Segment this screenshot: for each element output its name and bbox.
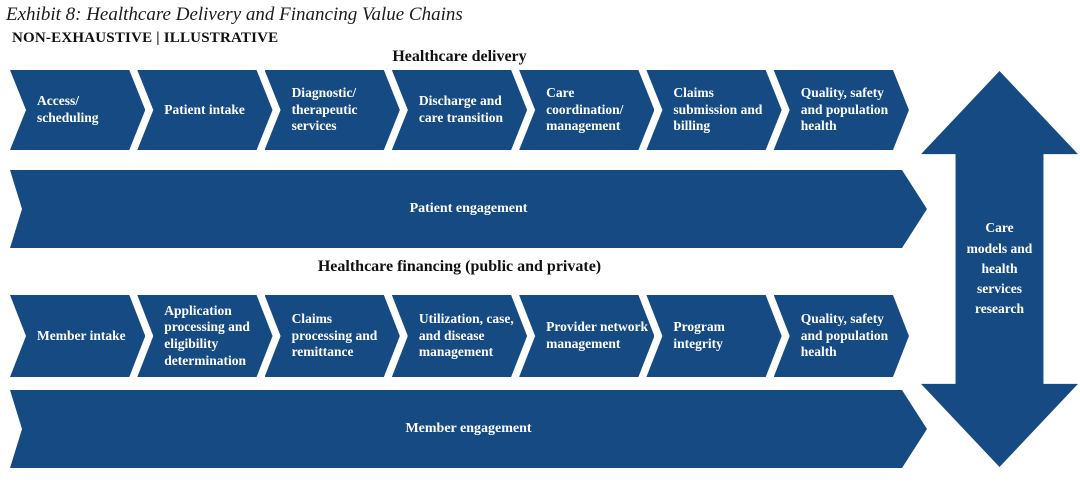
- financing-value-chain: Member intake Application processing and…: [10, 295, 909, 377]
- delivery-section-header: Healthcare delivery: [392, 48, 527, 65]
- step-label: Patient intake: [164, 101, 245, 117]
- financing-step-application-eligibility: Application processing and eligibility d…: [137, 295, 272, 377]
- banner-label: Patient engagement: [409, 201, 528, 216]
- care-models-research-label: Care models and health services research: [966, 220, 1033, 317]
- financing-step-member-intake: Member intake: [10, 295, 145, 377]
- patient-engagement-banner: Patient engagement: [10, 170, 927, 248]
- step-label: Care coordination/ management: [546, 84, 624, 134]
- delivery-value-chain: Access/ scheduling Patient intake Diagno…: [10, 70, 909, 150]
- step-label: Quality, safety and population health: [800, 310, 889, 360]
- step-label: Provider network management: [546, 319, 648, 351]
- exhibit-title: Exhibit 8: Healthcare Delivery and Finan…: [6, 4, 463, 25]
- delivery-step-access-scheduling: Access/ scheduling: [10, 70, 145, 150]
- financing-step-quality-safety: Quality, safety and population health: [774, 295, 909, 377]
- delivery-step-care-coordination: Care coordination/ management: [519, 70, 654, 150]
- step-label: Discharge and care transition: [418, 93, 503, 125]
- delivery-step-claims-submission: Claims submission and billing: [646, 70, 781, 150]
- financing-step-claims-processing: Claims processing and remittance: [265, 295, 400, 377]
- financing-section-header: Healthcare financing (public and private…: [317, 258, 602, 275]
- step-label: Diagnostic/ therapeutic services: [291, 84, 358, 134]
- financing-step-program-integrity: Program integrity: [646, 295, 781, 377]
- step-label: Claims submission and billing: [673, 84, 763, 134]
- step-label: Access/ scheduling: [37, 93, 99, 125]
- delivery-step-diagnostic-therapeutic: Diagnostic/ therapeutic services: [265, 70, 400, 150]
- delivery-step-patient-intake: Patient intake: [137, 70, 272, 150]
- step-label: Quality, safety and population health: [800, 84, 889, 134]
- banner-label: Member engagement: [405, 421, 532, 436]
- exhibit-subtitle: NON-EXHAUSTIVE | ILLUSTRATIVE: [12, 30, 279, 46]
- step-label: Claims processing and remittance: [291, 310, 378, 360]
- step-label: Program integrity: [673, 319, 725, 351]
- delivery-step-discharge-transition: Discharge and care transition: [392, 70, 527, 150]
- step-label: Application processing and eligibility d…: [164, 302, 250, 368]
- step-label: Utilization, case, and disease managemen…: [418, 310, 514, 360]
- financing-step-utilization-management: Utilization, case, and disease managemen…: [392, 295, 527, 377]
- member-engagement-banner: Member engagement: [10, 390, 927, 468]
- care-models-research-double-arrow: Care models and health services research: [921, 71, 1078, 467]
- financing-step-provider-network: Provider network management: [519, 295, 654, 377]
- step-label: Member intake: [37, 327, 126, 343]
- delivery-step-quality-safety: Quality, safety and population health: [774, 70, 909, 150]
